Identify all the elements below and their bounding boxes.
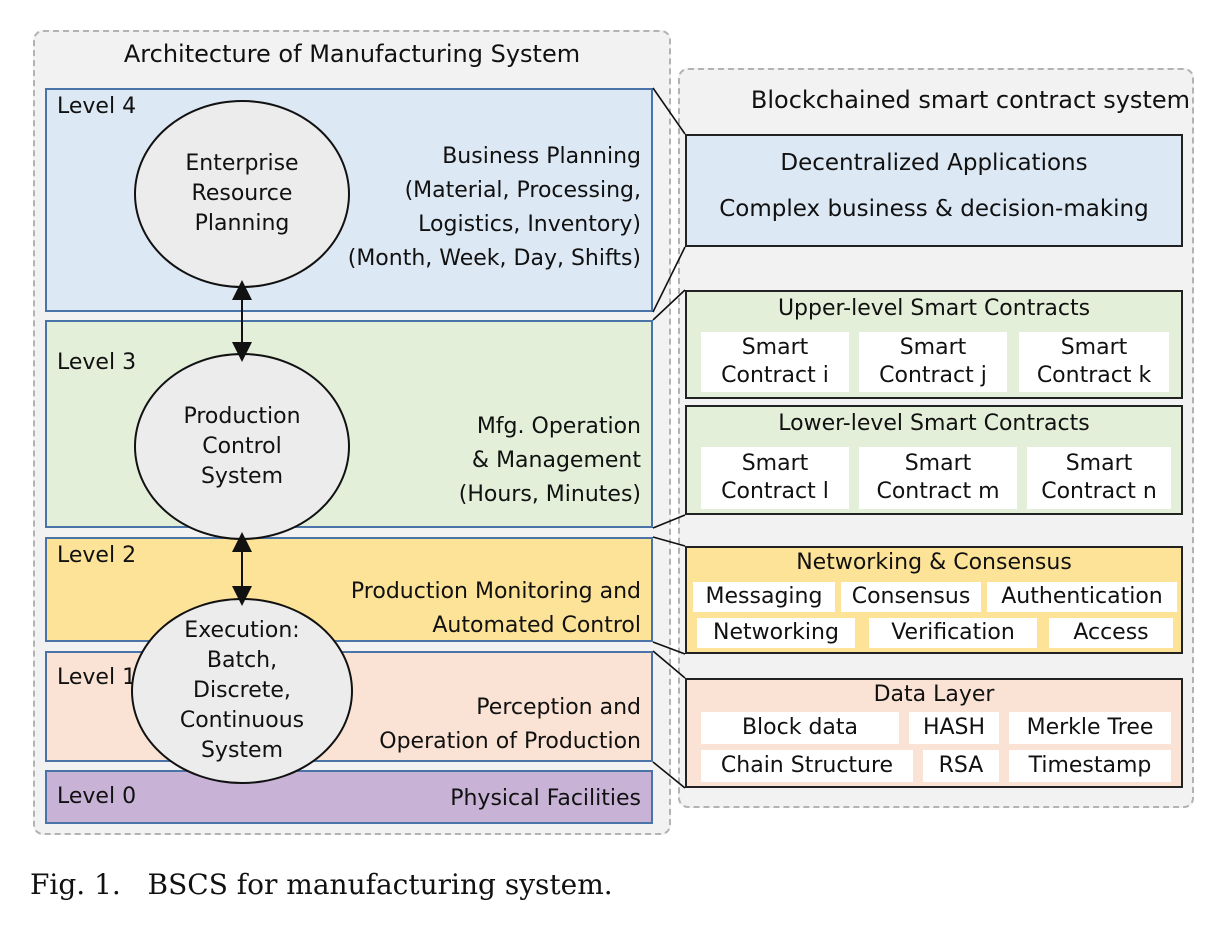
smart-contract-n: Smart Contract n [1027,447,1171,509]
networking-cell: Networking [697,618,855,648]
erp-ellipse: Enterprise Resource Planning [134,100,350,288]
dapps-title: Decentralized Applications [780,150,1088,176]
data-layer-box: Data Layer Block data HASH Merkle Tree C… [685,678,1183,788]
hash-cell: HASH [909,712,999,744]
upper-smart-contracts-box: Upper-level Smart Contracts Smart Contra… [685,290,1183,399]
level-3-description: Mfg. Operation & Management (Hours, Minu… [458,414,641,507]
figure-caption: Fig. 1. BSCS for manufacturing system. [30,868,613,901]
authentication-cell: Authentication [987,582,1177,612]
consensus-cell: Consensus [841,582,981,612]
data-layer-title: Data Layer [873,682,995,707]
smart-contract-j: Smart Contract j [859,332,1007,392]
level-3-label: Level 3 [57,350,137,375]
lower-smart-contracts-box: Lower-level Smart Contracts Smart Contra… [685,405,1183,515]
level-0-box: Level 0 Physical Facilities [45,770,653,824]
smart-contract-k: Smart Contract k [1019,332,1169,392]
level-0-description: Physical Facilities [450,786,641,811]
lower-smart-contracts-title: Lower-level Smart Contracts [778,411,1090,436]
right-panel-title: Blockchained smart contract system [750,86,1190,114]
networking-consensus-box: Networking & Consensus Messaging Consens… [685,546,1183,654]
timestamp-cell: Timestamp [1009,750,1171,782]
access-cell: Access [1049,618,1173,648]
block-data-cell: Block data [701,712,899,744]
production-control-ellipse: Production Control System [134,353,350,540]
smart-contract-l: Smart Contract l [701,447,849,509]
execution-system-ellipse: Execution: Batch, Discrete, Continuous S… [131,598,353,784]
networking-consensus-title: Networking & Consensus [796,550,1072,575]
upper-smart-contracts-title: Upper-level Smart Contracts [777,296,1091,321]
messaging-cell: Messaging [693,582,835,612]
level-4-label: Level 4 [57,94,137,119]
smart-contract-i: Smart Contract i [701,332,849,392]
verification-cell: Verification [869,618,1037,648]
level-1-description: Perception and Operation of Production [379,695,641,754]
level-2-box: Level 2 Production Monitoring and Automa… [45,537,653,642]
merkle-tree-cell: Merkle Tree [1009,712,1171,744]
dapps-box: Decentralized Applications Complex busin… [685,134,1183,247]
level-2-label: Level 2 [57,543,137,568]
rsa-cell: RSA [923,750,999,782]
level-2-description: Production Monitoring and Automated Cont… [350,579,641,638]
smart-contract-m: Smart Contract m [859,447,1017,509]
chain-structure-cell: Chain Structure [701,750,913,782]
level-0-label: Level 0 [57,784,137,809]
level-4-description: Business Planning (Material, Processing,… [347,144,641,271]
left-panel-title: Architecture of Manufacturing System [123,40,581,68]
level-1-label: Level 1 [57,665,137,690]
dapps-subtitle: Complex business & decision-making [719,196,1149,222]
